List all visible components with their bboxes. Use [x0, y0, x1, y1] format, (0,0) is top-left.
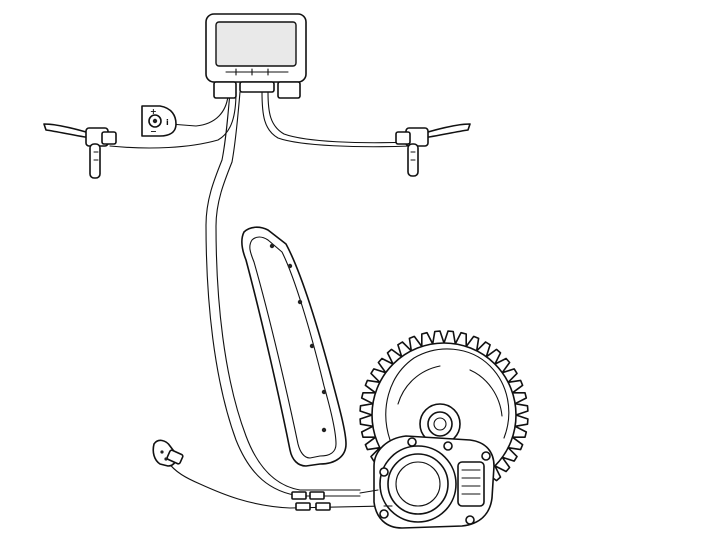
switch-minus-label: −	[150, 127, 157, 136]
switch-plus-label: +	[150, 107, 157, 116]
motor-icon	[359, 435, 495, 529]
cable-harness	[109, 91, 411, 511]
display-unit-icon	[205, 13, 307, 99]
left-brake-lever-icon	[43, 123, 117, 179]
battery-pack-icon	[241, 226, 347, 467]
right-brake-lever-icon	[395, 123, 471, 177]
switch-side-label: i	[166, 118, 169, 127]
mode-switch-icon: + − i	[141, 105, 177, 137]
speed-sensor-icon	[152, 439, 184, 467]
